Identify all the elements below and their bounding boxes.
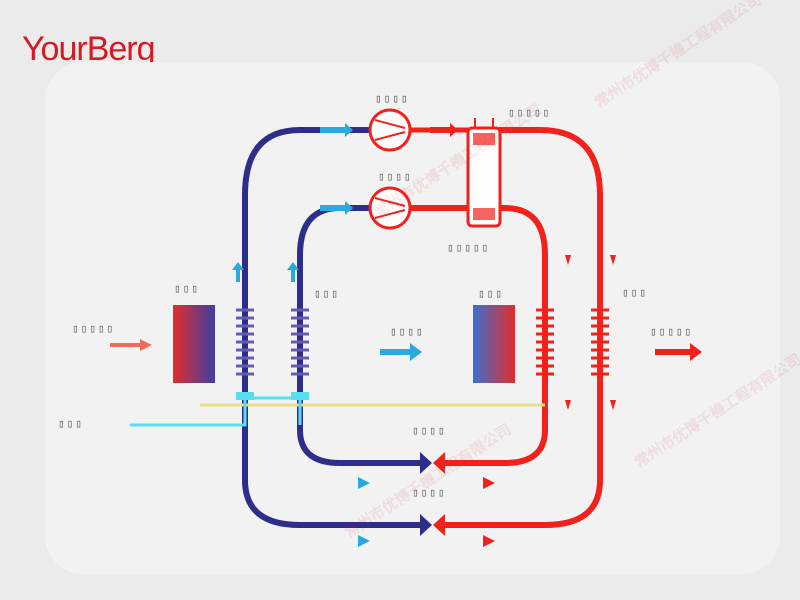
hot-coil-inner <box>536 308 554 376</box>
outer-cold-pipe <box>242 127 420 528</box>
label-valve-bottom: ▯▯▯▯ <box>412 486 447 499</box>
label-evaporator: ▯▯▯ <box>174 282 200 295</box>
oil-separator-icon <box>466 126 502 228</box>
label-inner-evap: ▯▯▯ <box>314 287 340 300</box>
logo: YourBerg <box>22 30 156 68</box>
label-inlet-air: ▯▯▯▯▯ <box>72 322 116 335</box>
label-compressor-bottom: ▯▯▯▯ <box>378 170 413 183</box>
label-center-air: ▯▯▯▯ <box>390 325 425 338</box>
label-compressor-top: ▯▯▯▯ <box>375 92 410 105</box>
expansion-valve-bottom-icon <box>420 514 445 536</box>
label-condenser: ▯▯▯ <box>622 286 648 299</box>
label-inner-cond: ▯▯▯ <box>478 287 504 300</box>
outer-hot-pipe <box>445 127 603 528</box>
label-separator-bottom: ▯▯▯▯▯ <box>447 241 491 254</box>
expansion-valve-top-icon <box>420 452 445 474</box>
cold-coil-outer <box>236 308 254 376</box>
label-valve-top: ▯▯▯▯ <box>412 424 447 437</box>
cold-coil-inner <box>291 308 309 376</box>
label-water-line: ▯▯▯ <box>58 417 84 430</box>
label-separator-top: ▯▯▯▯▯ <box>508 106 552 119</box>
label-outlet-air: ▯▯▯▯▯ <box>650 325 694 338</box>
diagram-panel <box>45 62 780 574</box>
flow-arrows-hot <box>110 123 702 547</box>
condenser-heat-exchanger <box>473 305 515 383</box>
cyan-water-line <box>130 396 302 427</box>
compressor-top-icon <box>368 108 412 152</box>
flow-arrows-cold <box>232 123 422 547</box>
evaporator-heat-exchanger <box>173 305 215 383</box>
hot-coil-outer <box>591 308 609 376</box>
compressor-bottom-icon <box>368 186 412 230</box>
